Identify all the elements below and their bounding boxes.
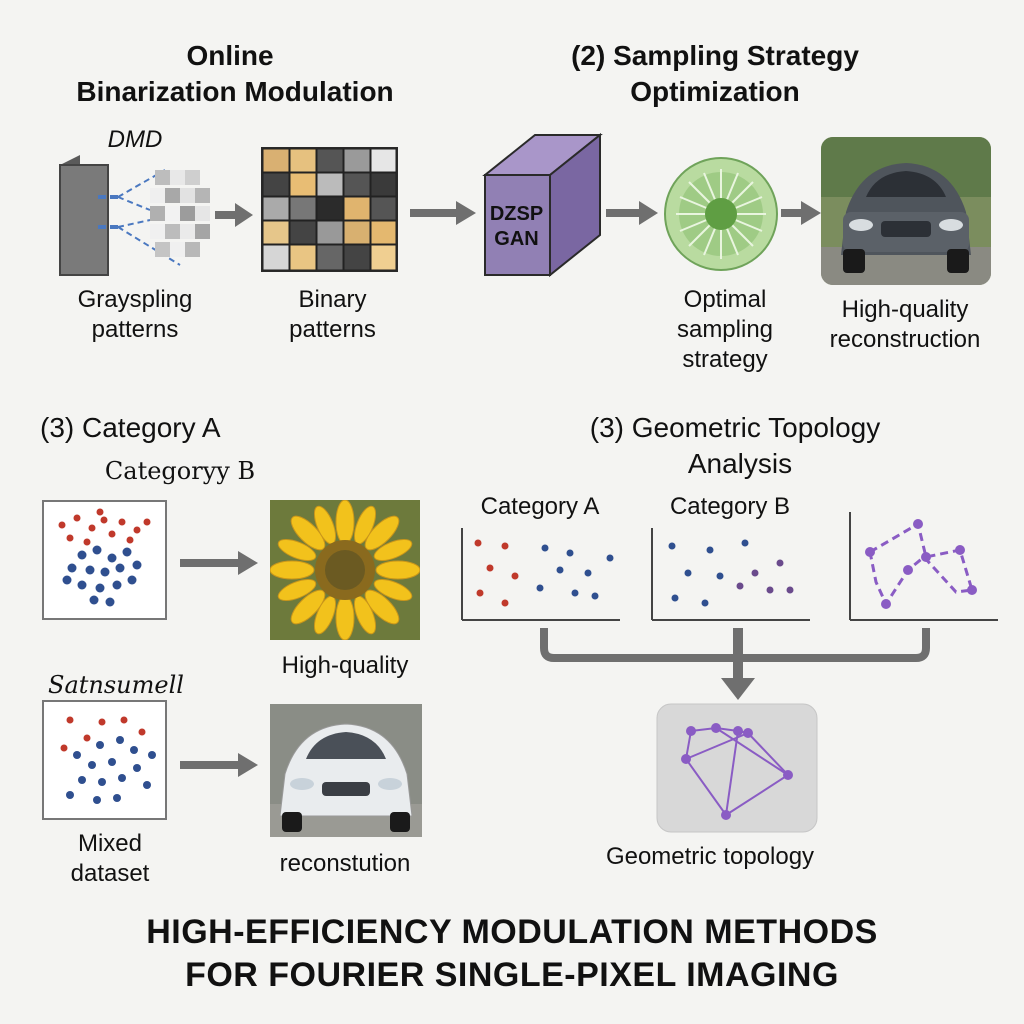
gan-label-line1: DZSP bbox=[489, 203, 544, 225]
section2-title-line1: (2) Sampling Strategy bbox=[571, 40, 859, 71]
graypatterns-label-line1: Grayspling bbox=[77, 286, 193, 313]
satnsumell-label: Satnsumell bbox=[48, 671, 184, 699]
dmd-label: DMD bbox=[107, 126, 163, 153]
optimal-label-line3: strategy bbox=[682, 346, 768, 373]
section3b-title-line2: Analysis bbox=[687, 448, 793, 479]
arrow-scatter-to-car bbox=[180, 753, 258, 777]
recon-label-line2: reconstruction bbox=[829, 326, 981, 353]
cat-b-label: Category B bbox=[669, 493, 791, 520]
dashed-topology-plot bbox=[849, 512, 998, 621]
scatter-top-left bbox=[42, 500, 167, 620]
graypatterns-label-line2: patterns bbox=[91, 316, 179, 343]
dzsp-gan-box bbox=[482, 132, 603, 278]
scatter-bottom-left bbox=[42, 700, 167, 820]
car-caption: reconstution bbox=[279, 850, 411, 877]
optimal-label-line2: sampling bbox=[676, 316, 774, 343]
arrow-scatter-to-sunflower bbox=[180, 551, 258, 575]
dmd-device-graphic bbox=[59, 155, 210, 276]
section3b-title-line1: (3) Geometric Topology bbox=[589, 412, 881, 443]
arrow-gray-to-binary bbox=[215, 203, 253, 227]
mixed-label-line1: Mixed bbox=[77, 830, 143, 857]
scatter-category-a bbox=[461, 528, 620, 621]
car-reconstruction-image bbox=[821, 137, 991, 285]
white-car-image bbox=[270, 704, 422, 837]
footer-title-line1: HIGH-EFFICIENCY MODULATION METHODS bbox=[146, 913, 878, 951]
optimal-label-line1: Optimal bbox=[683, 286, 767, 313]
topology-caption: Geometric topology bbox=[605, 843, 815, 870]
cat-a-label: Category A bbox=[480, 493, 600, 520]
footer-title-line2: FOR FOURIER SINGLE-PIXEL IMAGING bbox=[185, 956, 839, 994]
merge-arrows bbox=[540, 628, 930, 700]
sunflower-image bbox=[270, 500, 420, 640]
section3a-title: (3) Category A bbox=[40, 412, 221, 443]
arrow-sampling-to-recon bbox=[781, 201, 821, 225]
binary-label-line2: patterns bbox=[289, 316, 376, 343]
optimal-sampling-graphic bbox=[664, 157, 778, 271]
binary-label-line1: Binary bbox=[298, 286, 367, 313]
section2-title-line2: Optimization bbox=[630, 76, 800, 107]
recon-label-line1: High-quality bbox=[841, 296, 969, 323]
gan-label-line2: GAN bbox=[494, 228, 539, 250]
arrow-binary-to-gan bbox=[410, 201, 476, 225]
category-b-label: Categoryy B bbox=[104, 457, 256, 485]
arrow-gan-to-sampling bbox=[606, 201, 658, 225]
mixed-label-line2: dataset bbox=[70, 860, 150, 887]
section1-title-line1: Online bbox=[186, 40, 274, 71]
binary-patterns-grid bbox=[261, 147, 398, 272]
geometric-topology-graphic bbox=[656, 703, 818, 833]
section1-title-line2: Binarization Modulation bbox=[76, 76, 394, 107]
scatter-category-b bbox=[651, 528, 810, 621]
sunflower-caption: High-quality bbox=[281, 652, 409, 679]
